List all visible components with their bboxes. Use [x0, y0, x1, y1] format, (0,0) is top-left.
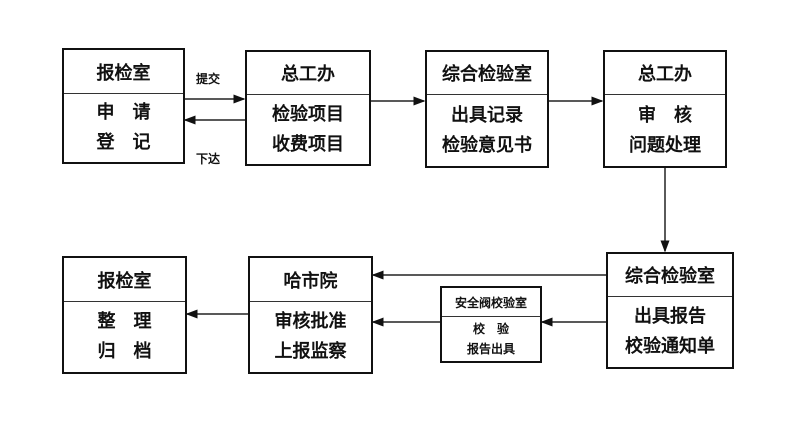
node-harbin-institute: 哈市院 审核批准 上报监察 [248, 256, 373, 374]
node-title: 安全阀校验室 [442, 288, 540, 317]
node-line: 上报监察 [274, 341, 347, 362]
node-line: 申 请 [96, 102, 151, 123]
node-line: 归 档 [97, 341, 152, 362]
node-line: 登 记 [96, 132, 151, 153]
node-title: 报检室 [64, 258, 185, 302]
node-title: 哈市院 [250, 258, 371, 302]
node-line: 出具报告 [634, 306, 706, 327]
node-title: 总工办 [247, 52, 369, 95]
node-line: 审核批准 [274, 311, 347, 332]
node-line: 收费项目 [272, 133, 344, 155]
node-line: 整 理 [97, 311, 152, 332]
node-inspection-office-register: 报检室 申 请 登 记 [62, 48, 185, 164]
node-safety-valve-lab: 安全阀校验室 校 验 报告出具 [440, 286, 542, 363]
node-title: 报检室 [64, 50, 183, 94]
node-line: 报告出具 [466, 342, 515, 356]
node-line: 检验项目 [272, 103, 344, 125]
node-comprehensive-lab-report: 综合检验室 出具报告 校验通知单 [606, 252, 734, 369]
edge-label-issue: 下达 [196, 152, 221, 166]
node-line: 问题处理 [629, 134, 701, 156]
edge-label-submit: 提交 [196, 72, 221, 86]
node-line: 检验意见书 [442, 134, 532, 156]
node-line: 出具记录 [451, 104, 523, 126]
node-inspection-office-archive: 报检室 整 理 归 档 [62, 256, 187, 374]
node-chief-engineer-office-items: 总工办 检验项目 收费项目 [245, 50, 371, 166]
node-line: 审 核 [638, 104, 692, 126]
node-line: 校 验 [472, 322, 509, 336]
node-title: 综合检验室 [427, 52, 547, 95]
node-title: 总工办 [605, 52, 725, 95]
node-chief-engineer-office-review: 总工办 审 核 问题处理 [603, 50, 727, 168]
node-comprehensive-lab-records: 综合检验室 出具记录 检验意见书 [425, 50, 549, 168]
node-title: 综合检验室 [608, 254, 732, 297]
node-line: 校验通知单 [625, 336, 715, 357]
